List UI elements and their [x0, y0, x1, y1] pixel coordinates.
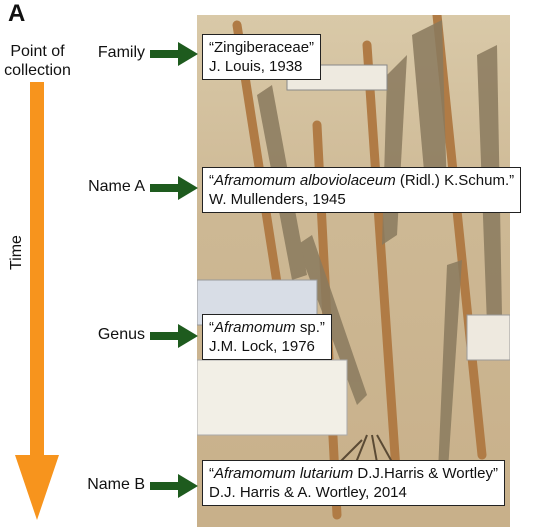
- time-arrow-shaft: [30, 82, 44, 458]
- callout-name-b-author: D.J. Harris & A. Wortley, 2014: [209, 484, 407, 501]
- callout-family-name: “Zingiberaceae”: [209, 39, 315, 56]
- arrow-name-b: [150, 474, 198, 498]
- point-of-collection-line-2: collection: [4, 62, 71, 79]
- label-name-a: Name A: [88, 178, 145, 195]
- specimen-drawing: [197, 15, 510, 520]
- time-axis-label: Time: [8, 235, 25, 270]
- sheet-label-right: [466, 314, 510, 361]
- plant-leaves: [257, 20, 502, 495]
- arrow-name-a: [150, 176, 198, 200]
- sheet-label-bottom: [197, 359, 348, 436]
- point-of-collection-label: Point of collection: [0, 42, 75, 80]
- arrow-genus: [150, 324, 198, 348]
- panel-label: A: [8, 0, 26, 27]
- callout-name-a: “Aframomum alboviolaceum (Ridl.) K.Schum…: [202, 167, 522, 213]
- callout-genus: “Aframomum sp.” J.M. Lock, 1976: [202, 314, 332, 360]
- herbarium-specimen-image: [197, 15, 510, 527]
- callout-family: “Zingiberaceae” J. Louis, 1938: [202, 34, 322, 80]
- label-name-b: Name B: [87, 476, 145, 493]
- callout-family-author: J. Louis, 1938: [209, 58, 303, 75]
- time-arrow-head: [15, 455, 59, 520]
- callout-name-b-name: “Aframomum lutarium D.J.Harris & Wortley…: [209, 465, 498, 482]
- label-family: Family: [97, 44, 145, 61]
- callout-genus-name: “Aframomum sp.”: [209, 319, 325, 336]
- callout-genus-author: J.M. Lock, 1976: [209, 338, 315, 355]
- arrow-family: [150, 42, 198, 66]
- callout-name-a-author: W. Mullenders, 1945: [209, 191, 346, 208]
- callout-name-a-name: “Aframomum alboviolaceum (Ridl.) K.Schum…: [209, 172, 515, 189]
- point-of-collection-line-1: Point of: [10, 43, 65, 60]
- callout-name-b: “Aframomum lutarium D.J.Harris & Wortley…: [202, 460, 505, 506]
- label-genus: Genus: [97, 326, 145, 343]
